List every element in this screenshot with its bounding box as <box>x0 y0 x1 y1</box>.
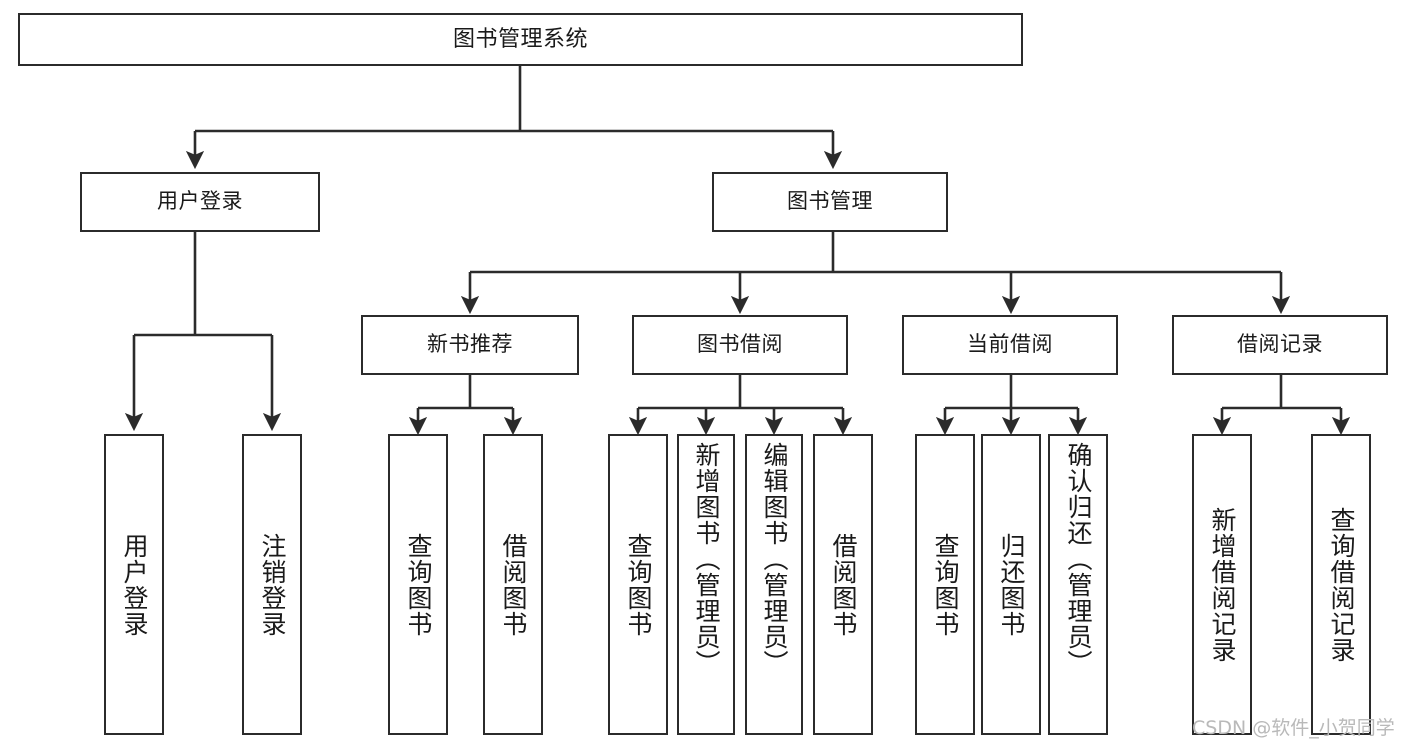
node-label: 图书管理系统 <box>452 26 588 52</box>
leaf-logout-login[interactable]: 注销登录 <box>242 434 302 735</box>
node-label: 确认归还（管理员） <box>1064 442 1093 676</box>
node-current-borrow[interactable]: 当前借阅 <box>902 315 1118 375</box>
node-label: 当前借阅 <box>967 332 1053 357</box>
node-label: 注销登录 <box>258 532 287 637</box>
leaf-query-book-3[interactable]: 查询图书 <box>915 434 975 735</box>
node-label: 图书管理 <box>787 189 873 214</box>
node-label: 新增借阅记录 <box>1208 506 1237 663</box>
leaf-user-login[interactable]: 用户登录 <box>104 434 164 735</box>
node-book-borrow[interactable]: 图书借阅 <box>632 315 848 375</box>
leaf-query-book-1[interactable]: 查询图书 <box>388 434 448 735</box>
node-label: 查询图书 <box>404 532 433 637</box>
node-label: 新增图书（管理员） <box>692 442 721 676</box>
node-new-book-recommend[interactable]: 新书推荐 <box>361 315 579 375</box>
watermark: CSDN @软件_小贺同学 <box>1192 717 1395 739</box>
leaf-borrow-book-2[interactable]: 借阅图书 <box>813 434 873 735</box>
leaf-confirm-return[interactable]: 确认归还（管理员） <box>1048 434 1108 735</box>
node-label: 查询借阅记录 <box>1327 506 1356 663</box>
node-label: 用户登录 <box>157 189 243 214</box>
node-label: 借阅图书 <box>499 532 528 637</box>
leaf-return-book[interactable]: 归还图书 <box>981 434 1041 735</box>
node-label: 借阅图书 <box>829 532 858 637</box>
leaf-borrow-book-1[interactable]: 借阅图书 <box>483 434 543 735</box>
node-label: 用户登录 <box>120 532 149 637</box>
leaf-add-record[interactable]: 新增借阅记录 <box>1192 434 1252 735</box>
node-user-login[interactable]: 用户登录 <box>80 172 320 232</box>
leaf-query-record[interactable]: 查询借阅记录 <box>1311 434 1371 735</box>
leaf-edit-book[interactable]: 编辑图书（管理员） <box>745 434 803 735</box>
node-label: 查询图书 <box>931 532 960 637</box>
node-label: 新书推荐 <box>427 332 513 357</box>
node-label: 查询图书 <box>624 532 653 637</box>
node-label: 编辑图书（管理员） <box>760 442 789 676</box>
node-root-system[interactable]: 图书管理系统 <box>18 13 1023 66</box>
node-label: 归还图书 <box>997 532 1026 637</box>
leaf-add-book[interactable]: 新增图书（管理员） <box>677 434 735 735</box>
node-label: 借阅记录 <box>1237 332 1323 357</box>
node-label: 图书借阅 <box>697 332 783 357</box>
node-book-manage[interactable]: 图书管理 <box>712 172 948 232</box>
leaf-query-book-2[interactable]: 查询图书 <box>608 434 668 735</box>
node-borrow-record[interactable]: 借阅记录 <box>1172 315 1388 375</box>
